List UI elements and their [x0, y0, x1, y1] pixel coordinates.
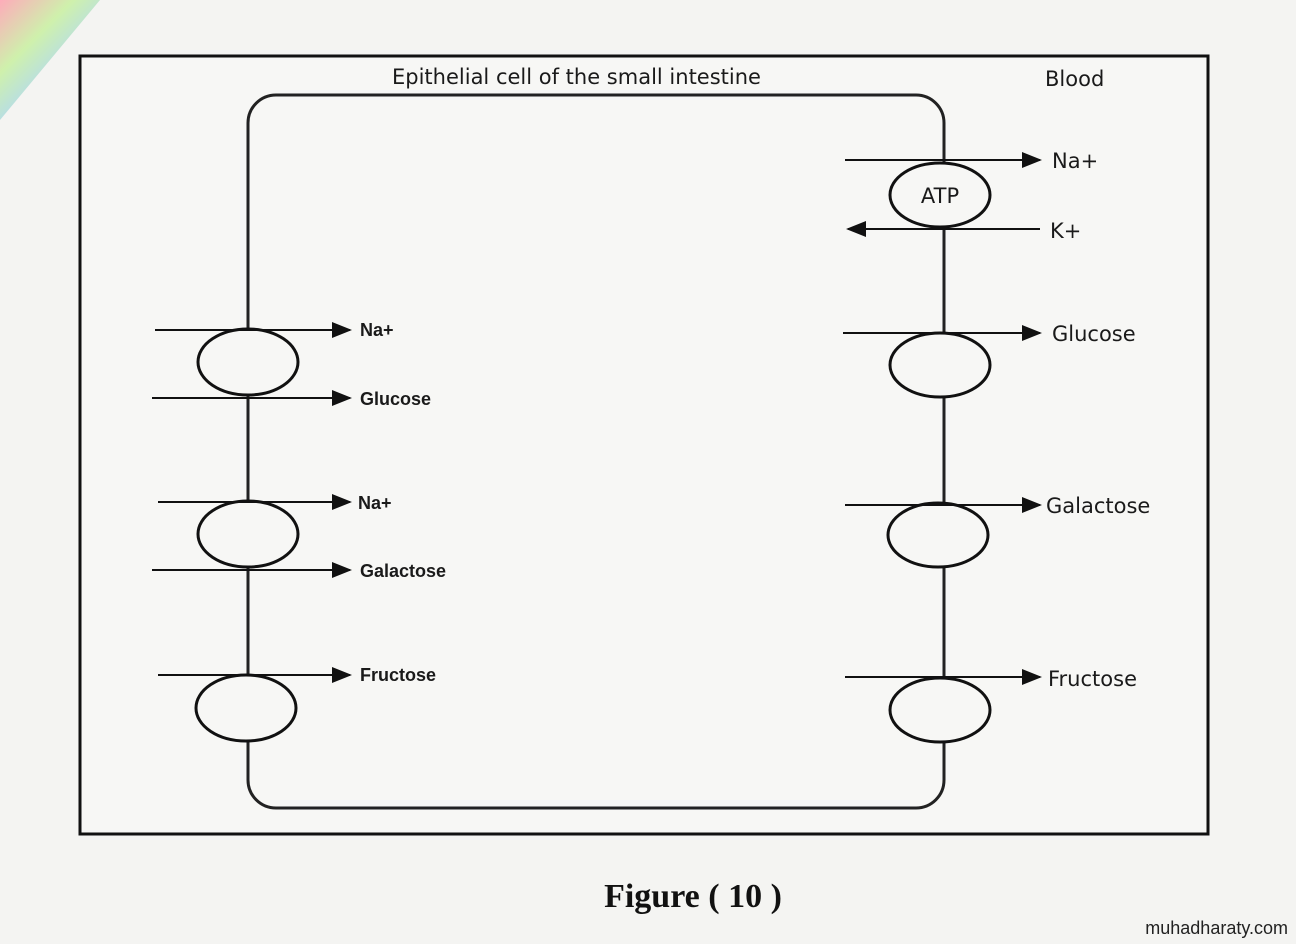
label-na-out: Na+: [1052, 149, 1098, 173]
label-na-2: Na+: [358, 493, 392, 513]
cell-title: Epithelial cell of the small intestine: [392, 65, 761, 89]
label-fructose-left: Fructose: [360, 665, 436, 685]
label-glucose-left: Glucose: [360, 389, 431, 409]
atp-label: ATP: [921, 184, 959, 208]
sglt-transporter-1: [196, 327, 300, 397]
label-na-1: Na+: [360, 320, 394, 340]
figure-caption: Figure ( 10 ): [604, 878, 782, 915]
label-k-in: K+: [1050, 219, 1081, 243]
glut2-transporter-galactose: [886, 501, 990, 569]
epithelial-cell-outline: [246, 93, 946, 810]
label-galactose-right: Galactose: [1046, 494, 1150, 518]
glut2-transporter-glucose: [888, 331, 992, 399]
label-galactose-left: Galactose: [360, 561, 446, 581]
blood-label: Blood: [1045, 67, 1104, 91]
label-glucose-right: Glucose: [1052, 322, 1136, 346]
left-transporters: Na+ Glucose Na+ Galactose Fructose: [152, 320, 446, 743]
right-transporters: ATP Na+ K+ Glucose Galactose Fructose: [843, 149, 1150, 744]
watermark: muhadharaty.com: [1145, 918, 1288, 938]
glut5-transporter-left: [194, 673, 298, 743]
label-fructose-right: Fructose: [1048, 667, 1137, 691]
glut-transporter-fructose: [888, 676, 992, 744]
na-k-atpase-pump: [888, 161, 992, 229]
sglt-transporter-2: [196, 499, 300, 569]
